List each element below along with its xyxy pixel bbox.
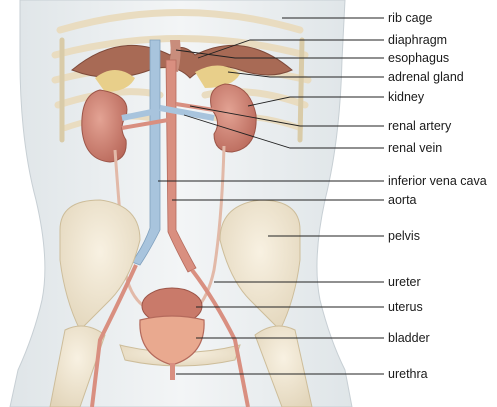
label-uterus: uterus [388,300,423,314]
label-kidney: kidney [388,90,425,104]
label-diaphragm: diaphragm [388,33,447,47]
label-urethra: urethra [388,367,428,381]
label-inferior-vena-cava: inferior vena cava [388,174,487,188]
label-ureter: ureter [388,275,421,289]
label-renal-vein: renal vein [388,141,442,155]
kidney-left [82,90,127,162]
label-pelvis: pelvis [388,229,420,243]
label-rib-cage: rib cage [388,11,433,25]
label-aorta: aorta [388,193,417,207]
label-adrenal-gland: adrenal gland [388,70,464,84]
label-renal-artery: renal artery [388,119,452,133]
label-bladder: bladder [388,331,430,345]
labels: rib cage diaphragm esophagus adrenal gla… [388,11,487,381]
urethra [170,363,175,380]
label-esophagus: esophagus [388,51,449,65]
